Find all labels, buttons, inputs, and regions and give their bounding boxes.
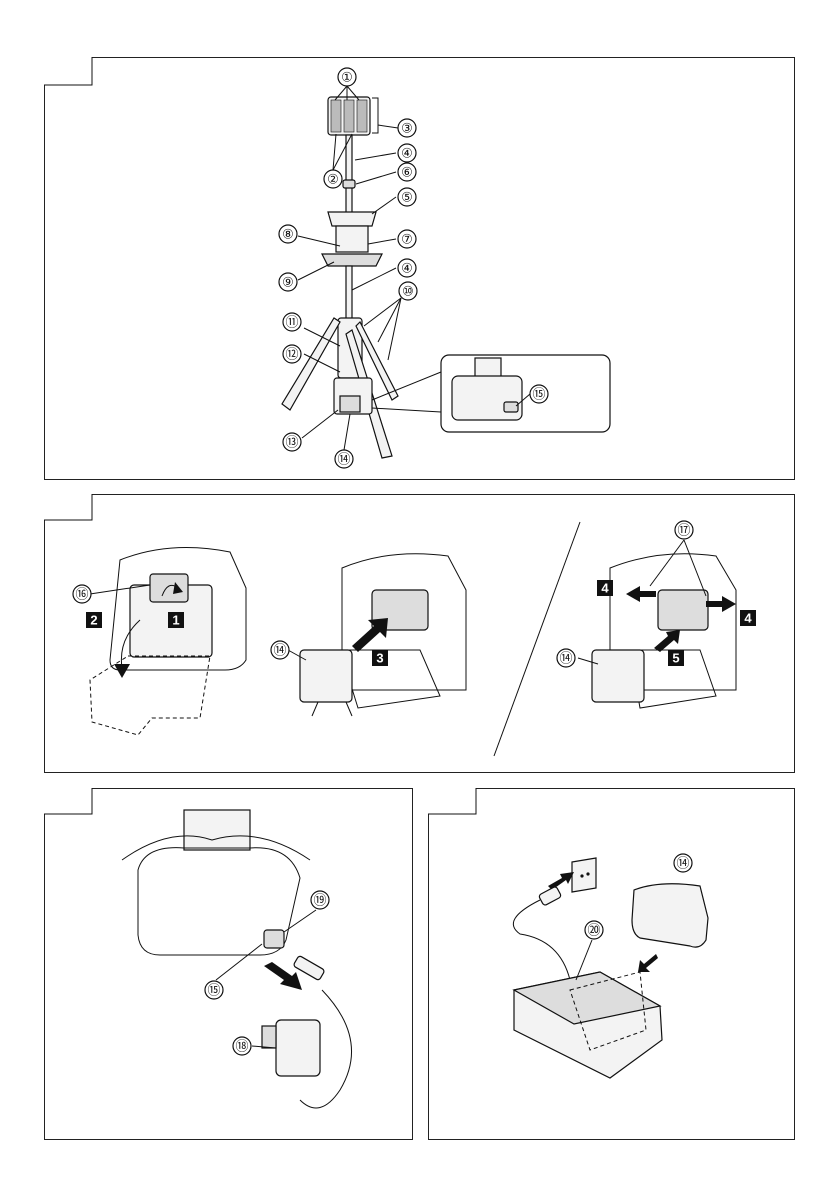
callout-number: ⑳ bbox=[585, 921, 603, 939]
svg-text:⑳: ⑳ bbox=[587, 923, 600, 938]
wall-socket bbox=[572, 858, 596, 892]
callout-number: ⑭ bbox=[674, 854, 692, 872]
svg-text:⑭: ⑭ bbox=[676, 856, 689, 871]
mains-plug bbox=[538, 886, 561, 906]
battery-d bbox=[632, 884, 708, 947]
